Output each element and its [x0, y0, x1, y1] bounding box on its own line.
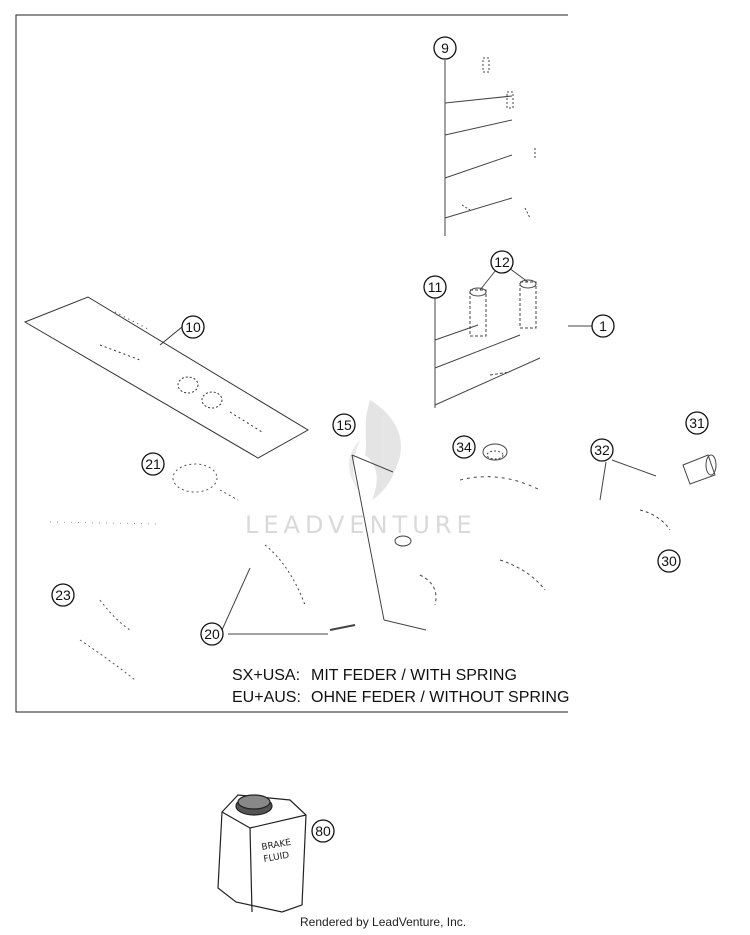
svg-text:80: 80 [315, 823, 331, 839]
callout-15: 15 [332, 413, 356, 437]
diagram-frame [15, 14, 568, 713]
svg-text:15: 15 [336, 417, 352, 433]
callout-23: 23 [51, 583, 75, 607]
callout-34: 34 [452, 435, 476, 459]
faint-line [49, 521, 161, 525]
svg-text:23: 23 [55, 587, 71, 603]
svg-text:21: 21 [145, 456, 161, 472]
note-line-1-region: SX+USA: [232, 667, 300, 684]
part-34-cap [482, 443, 508, 461]
part-31-32-30 [599, 454, 717, 531]
svg-text:32: 32 [594, 442, 610, 458]
note-line-1-text: MIT FEDER / WITH SPRING [311, 667, 517, 684]
callout-30: 30 [657, 549, 681, 573]
svg-text:20: 20 [204, 626, 220, 642]
callout-1: 1 [591, 314, 615, 338]
bottle-label-line-2: FLUID [263, 851, 290, 865]
part-21 [172, 463, 239, 501]
watermark-logo [348, 400, 401, 500]
svg-text:1: 1 [599, 318, 607, 334]
svg-text:9: 9 [441, 40, 449, 56]
part-15-hose [351, 454, 546, 631]
svg-text:11: 11 [428, 279, 443, 295]
callout-32: 32 [590, 438, 614, 462]
callout-80: 80 [311, 819, 335, 843]
callout-12: 12 [490, 250, 514, 274]
svg-text:12: 12 [494, 254, 510, 270]
brake-fluid-bottle [217, 794, 307, 913]
watermark-text: LEADVENTURE [245, 511, 477, 539]
callout-11: 11 [423, 275, 447, 299]
callout-20: 20 [200, 622, 224, 646]
callout-31: 31 [685, 411, 709, 435]
part-11-clamp [434, 264, 592, 408]
footer-credit: Rendered by LeadVenture, Inc. [300, 915, 466, 929]
callout-21: 21 [141, 452, 165, 476]
note-line-2-text: OHNE FEDER / WITHOUT SPRING [311, 689, 569, 706]
svg-text:30: 30 [661, 553, 677, 569]
svg-text:34: 34 [456, 439, 472, 455]
part-10-decal [23, 296, 309, 459]
part-23 [79, 599, 136, 681]
part-9-bolts [444, 57, 536, 236]
svg-text:31: 31 [689, 415, 705, 431]
callout-10: 10 [181, 315, 205, 339]
note-line-2-region: EU+AUS: [232, 689, 301, 706]
part-20 [221, 544, 356, 635]
callout-9: 9 [433, 36, 457, 60]
svg-text:10: 10 [185, 319, 201, 335]
